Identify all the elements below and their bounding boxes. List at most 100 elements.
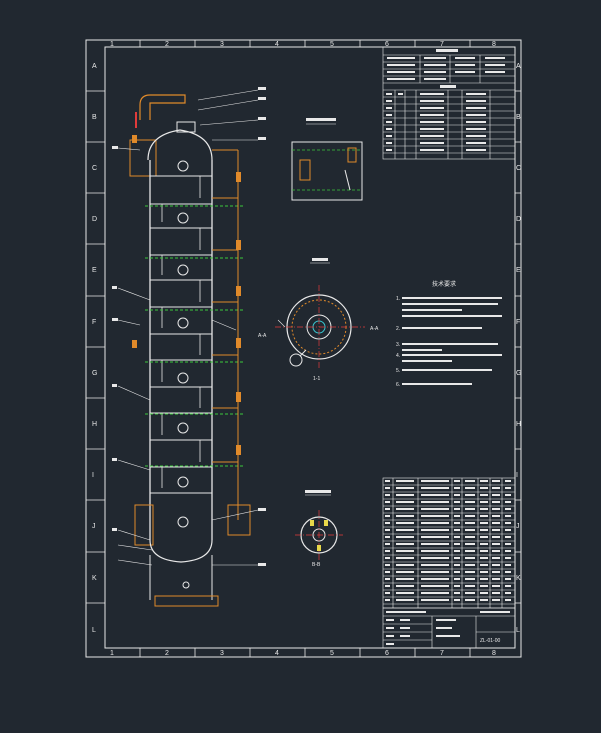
parts-cell-mark [421,487,449,489]
parts-cell-mark [385,494,390,496]
parts-cell-mark [505,592,511,594]
parts-cell-mark [505,529,511,531]
parts-cell-mark [505,550,511,552]
row-label-right: G [516,370,521,377]
parts-cell-mark [396,480,414,482]
row-label-right: D [516,216,521,223]
row-label-right: L [516,627,520,634]
section-label: 1-1 [313,376,320,382]
col-label-top: 6 [385,41,389,48]
col-label-bottom: 5 [330,650,334,657]
parts-cell-mark [505,515,511,517]
parts-cell-mark [505,585,511,587]
parts-cell-mark [492,557,500,559]
parts-cell-mark [492,550,500,552]
parts-cell-mark [396,508,414,510]
inner-frame [104,46,516,649]
parts-cell-mark [505,557,511,559]
col-label-top: 2 [165,41,169,48]
parts-cell-mark [396,501,414,503]
view-a-label-left: A-A [258,333,267,339]
col-label-top: 8 [492,41,496,48]
col-label-top: 7 [440,41,444,48]
parts-cell-mark [505,536,511,538]
parts-cell-mark [396,571,414,573]
parts-cell-mark [385,480,390,482]
parts-cell-mark [480,508,488,510]
parts-cell-mark [385,529,390,531]
row-label-right: H [516,421,521,428]
parts-cell-mark [454,522,460,524]
parts-list-rows [383,480,515,605]
title-block [382,607,516,649]
parts-cell-mark [505,543,511,545]
parts-cell-mark [454,564,460,566]
col-label-bottom: 3 [220,650,224,657]
parts-cell-mark [492,529,500,531]
note-line: 2. [396,326,400,332]
parts-cell-mark [465,550,475,552]
parts-cell-mark [480,557,488,559]
parts-cell-mark [492,571,500,573]
parts-cell-mark [454,501,460,503]
parts-cell-mark [465,557,475,559]
parts-cell-mark [454,536,460,538]
parts-cell-mark [480,487,488,489]
parts-cell-mark [492,564,500,566]
parts-cell-mark [480,599,488,601]
parts-cell-mark [465,480,475,482]
parts-cell-mark [480,578,488,580]
parts-cell-mark [385,578,390,580]
parts-cell-mark [385,550,390,552]
parts-cell-mark [505,487,511,489]
row-label-right: E [516,267,521,274]
parts-cell-mark [480,522,488,524]
parts-cell-mark [421,564,449,566]
parts-cell-mark [385,487,390,489]
parts-cell-mark [492,543,500,545]
parts-cell-mark [492,501,500,503]
notes-title: 技术要求 [432,280,456,288]
parts-cell-mark [480,515,488,517]
parts-cell-mark [480,571,488,573]
parts-cell-mark [465,599,475,601]
parts-cell-mark [454,543,460,545]
parts-cell-mark [505,571,511,573]
parts-cell-mark [505,494,511,496]
parts-cell-mark [465,494,475,496]
parts-cell-mark [421,571,449,573]
parts-cell-mark [492,480,500,482]
parts-cell-mark [396,550,414,552]
parts-cell-mark [385,543,390,545]
parts-cell-mark [454,585,460,587]
col-label-bottom: 2 [165,650,169,657]
parts-cell-mark [480,550,488,552]
parts-cell-mark [480,564,488,566]
note-line: 3. [396,342,400,348]
col-label-bottom: 7 [440,650,444,657]
parts-cell-mark [396,515,414,517]
parts-cell-mark [421,536,449,538]
parts-cell-mark [505,578,511,580]
parts-cell-mark [421,578,449,580]
parts-cell-mark [396,578,414,580]
parts-cell-mark [385,515,390,517]
parts-cell-mark [480,536,488,538]
parts-cell-mark [492,522,500,524]
parts-cell-mark [492,515,500,517]
row-label-right: J [516,523,520,530]
note-line: 5. [396,368,400,374]
row-label-left: H [92,421,97,428]
parts-cell-mark [480,480,488,482]
parts-cell-mark [385,585,390,587]
row-label-right: F [516,319,520,326]
parts-cell-mark [454,494,460,496]
tower-elevation [112,87,266,607]
view-b-b: B-B [295,490,343,568]
row-label-right: B [516,114,521,121]
parts-cell-mark [421,522,449,524]
design-data-cells [386,49,505,151]
view-a-label-right: A-A [370,326,379,332]
parts-cell-mark [480,543,488,545]
parts-cell-mark [385,536,390,538]
